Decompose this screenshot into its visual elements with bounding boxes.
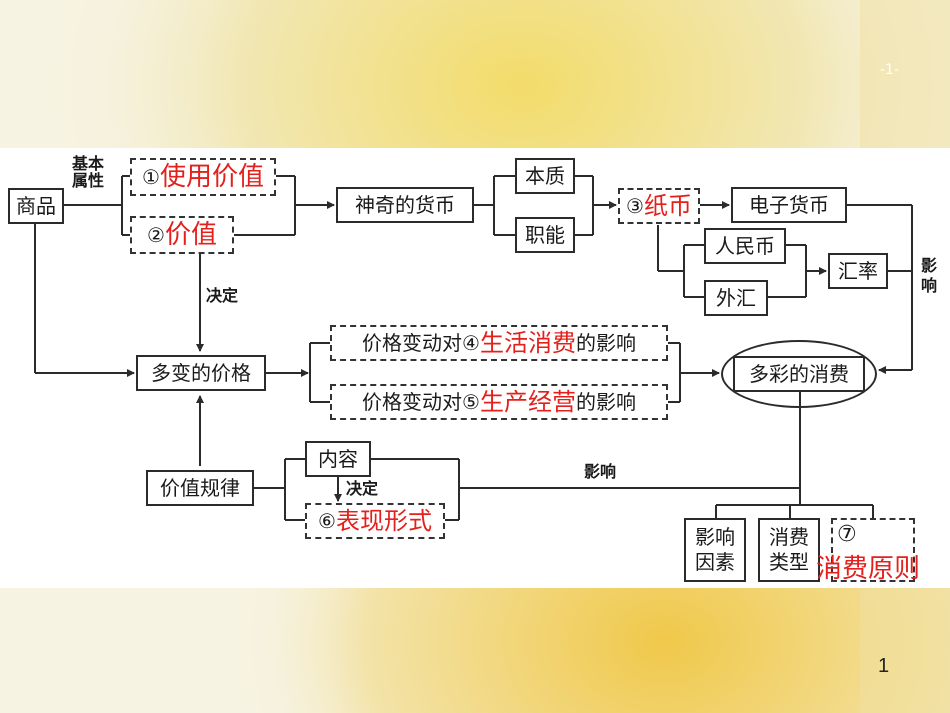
blank-3-answer: 纸币 (643, 192, 692, 220)
blank-4-number: ④ (462, 331, 480, 355)
exchange-rate-box: 汇率 (828, 253, 888, 289)
content-box: 内容 (305, 441, 371, 477)
rmb-box: 人民币 (704, 228, 786, 264)
blank-7-answer: 消费原则 (816, 554, 921, 584)
determines-label: 决定 (206, 286, 239, 305)
types-label: 消费 类型 (769, 525, 809, 574)
content-label: 内容 (318, 447, 358, 471)
price-life-suffix: 的影响 (575, 331, 636, 355)
e-money-box: 电子货币 (731, 187, 847, 223)
rmb-label: 人民币 (715, 234, 775, 258)
forex-box: 外汇 (704, 280, 768, 316)
determines-label-2: 决定 (346, 479, 379, 498)
blank-5-number: ⑤ (462, 390, 480, 414)
function-box: 职能 (515, 217, 575, 253)
essence-label: 本质 (525, 164, 565, 188)
blank-1-answer: 使用价值 (159, 162, 264, 192)
exchange-rate-label: 汇率 (838, 259, 878, 283)
page-number: 1 (878, 655, 890, 677)
value-law-label: 价值规律 (160, 476, 240, 500)
price-life-prefix: 价格变动对 (362, 331, 463, 355)
commodity-box: 商品 (8, 188, 64, 224)
factors-label: 影响 因素 (695, 525, 735, 574)
colorful-consumption-label: 多彩的消费 (749, 362, 849, 386)
variable-price-box: 多变的价格 (136, 355, 266, 391)
blank-3-number: ③ (626, 194, 644, 218)
blank-1-number: ① (142, 165, 160, 189)
blank-2-number: ② (147, 223, 165, 247)
basic-attribute-label: 基本 属性 (72, 154, 105, 190)
blank-5-answer: 生产经营 (479, 388, 576, 416)
commodity-label: 商品 (16, 194, 56, 218)
value-law-box: 价值规律 (146, 470, 254, 506)
essence-box: 本质 (515, 158, 575, 194)
blank-6-answer: 表现形式 (335, 507, 432, 535)
variable-price-label: 多变的价格 (151, 361, 251, 385)
forex-label: 外汇 (716, 286, 756, 310)
influence-vertical-label: 影 响 (920, 256, 937, 295)
consumption-oval (721, 340, 877, 408)
blank-2-answer: 价值 (164, 220, 217, 250)
money-box: 神奇的货币 (336, 187, 474, 223)
function-label: 职能 (525, 223, 565, 247)
blank-4-answer: 生活消费 (479, 329, 576, 357)
factors-box: 影响 因素 (684, 518, 746, 582)
blank-7-number: ⑦ (837, 522, 857, 547)
price-production-suffix: 的影响 (575, 390, 636, 414)
blank-6-number: ⑥ (318, 509, 336, 533)
money-label: 神奇的货币 (355, 193, 455, 217)
types-box: 消费 类型 (758, 518, 820, 582)
colorful-consumption-box: 多彩的消费 (733, 356, 865, 392)
e-money-label: 电子货币 (749, 193, 829, 217)
slide-header-tag: -1- (880, 62, 900, 78)
price-production-prefix: 价格变动对 (362, 390, 463, 414)
influence-label: 影响 (584, 462, 617, 481)
blank-7-principles: ⑦ (831, 518, 915, 582)
